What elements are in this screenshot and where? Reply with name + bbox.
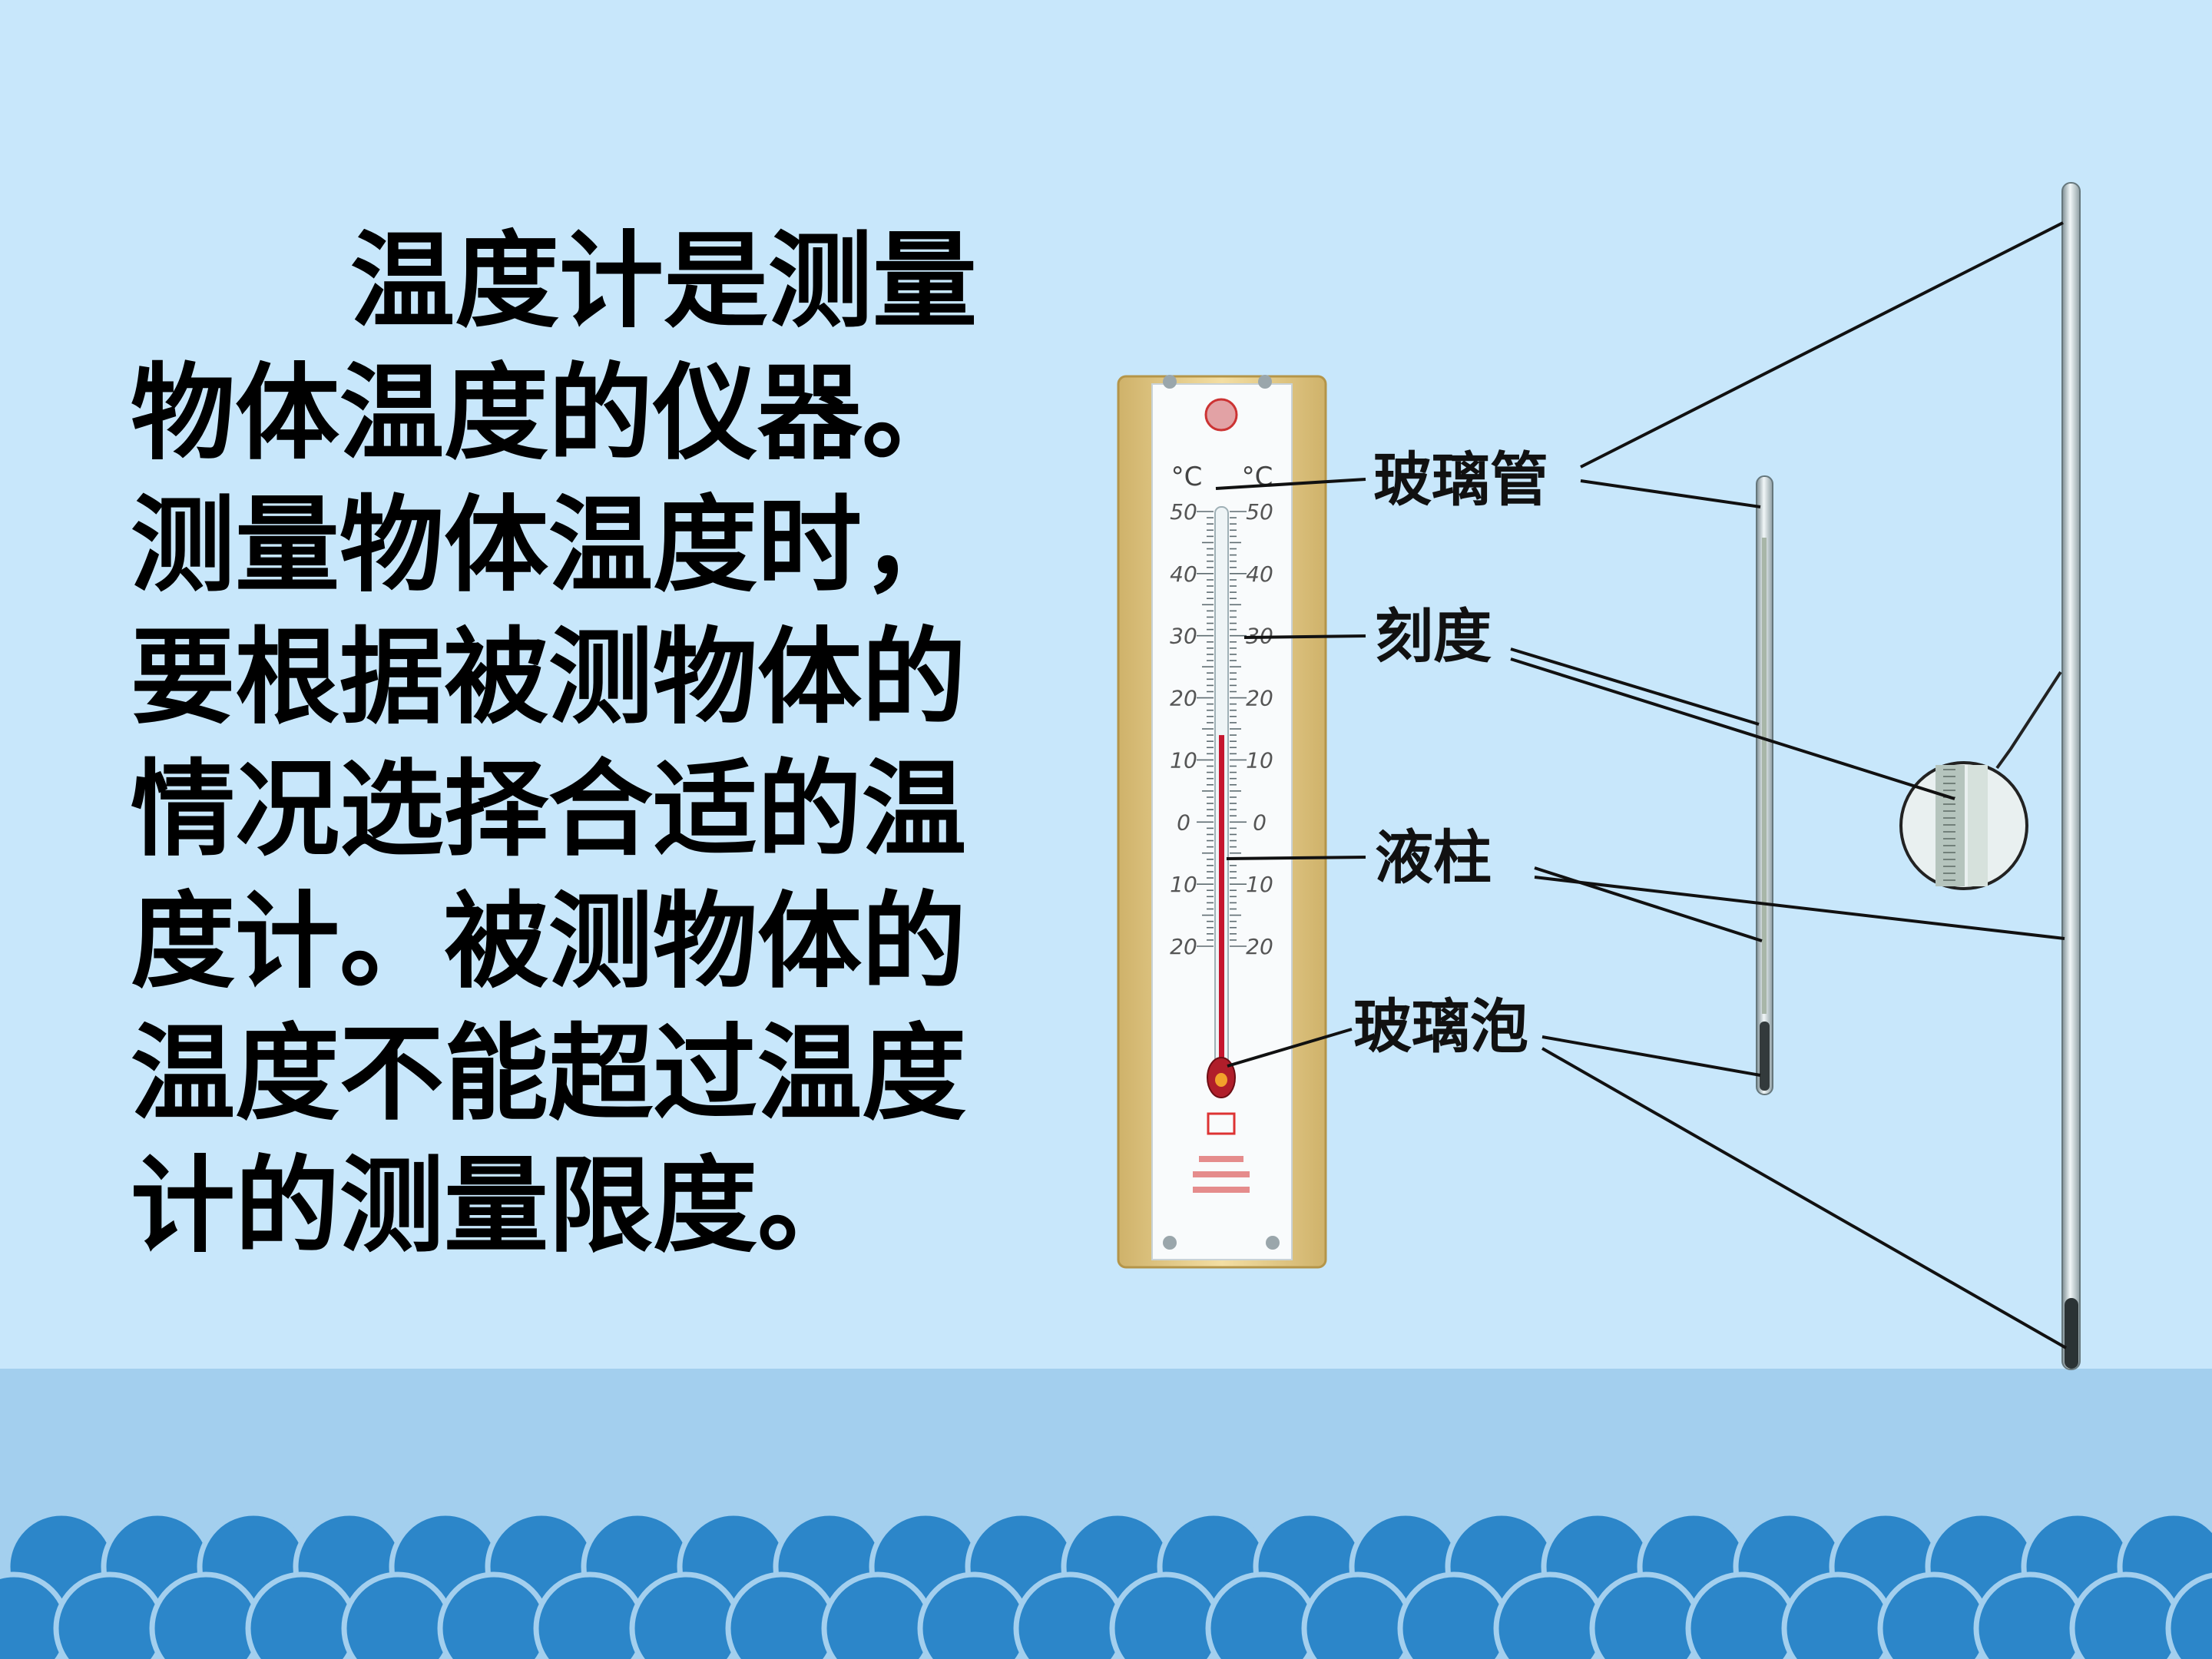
scale-tick-label: 10 [1170, 747, 1197, 773]
liquid-column [1219, 735, 1224, 1075]
callout-glass-tube: 玻璃管 [1373, 445, 1548, 514]
wave-arc [1493, 1571, 1607, 1659]
rod-thermometer-long [1899, 182, 2081, 1370]
paragraph-line: 温度计是测量 [350, 220, 977, 343]
wave-arc [1397, 1571, 1511, 1659]
scale-tick-label: 20 [1170, 686, 1197, 711]
wave-arc [2069, 1571, 2183, 1659]
scale-tick-label: 20 [1170, 934, 1197, 959]
scale-tick-label: 30 [1170, 624, 1197, 649]
scale-tick-label: 0 [1253, 810, 1267, 835]
wave-arc [629, 1571, 743, 1659]
paragraph-line: 测量物体温度时， [131, 484, 966, 607]
scale-tick-label: 40 [1246, 561, 1273, 587]
unit-label-left: °C [1171, 462, 1203, 492]
scale-tick-label: 20 [1246, 686, 1273, 711]
rod-thermometer-small [1756, 475, 1773, 1095]
wave-arc [533, 1571, 647, 1659]
wave-arc [1013, 1571, 1127, 1659]
wave-arc [341, 1571, 455, 1659]
wave-arc [1685, 1571, 1799, 1659]
paragraph-line: 要根据被测物体的 [131, 616, 966, 739]
callout-glass-bulb: 玻璃泡 [1353, 992, 1528, 1061]
wave-arc [1973, 1571, 2087, 1659]
scale-tick-label: 10 [1170, 872, 1197, 897]
wave-arc [245, 1571, 359, 1659]
wave-arc [917, 1571, 1031, 1659]
wave-arc [1781, 1571, 1895, 1659]
wave-arc [1589, 1571, 1703, 1659]
callout-liquid-column: 液柱 [1375, 823, 1492, 892]
leader-lines [1215, 221, 2067, 1349]
wave-arc [53, 1571, 167, 1659]
wave-arc [1301, 1571, 1415, 1659]
scale-tick-label: 10 [1246, 872, 1273, 897]
wave-arc [725, 1571, 839, 1659]
paragraph-line: 度计。被测物体的 [131, 880, 966, 1003]
wave-arc [1205, 1571, 1319, 1659]
wave-arc [2165, 1572, 2212, 1659]
scale-tick-label: 50 [1246, 499, 1273, 525]
wave-arc [1877, 1571, 1991, 1659]
paragraph-line: 温度不能超过温度 [131, 1012, 966, 1135]
wave-arc [821, 1571, 935, 1659]
scale-tick-label: 0 [1177, 810, 1190, 835]
paragraph: 温度计是测量 物体温度的仪器。 测量物体温度时， 要根据被测物体的 情况选择合适… [131, 215, 1037, 1272]
paragraph-line: 情况选择合适的温 [131, 748, 966, 871]
paragraph-line: 计的测量限度。 [131, 1144, 862, 1267]
scale-tick-label: 50 [1170, 499, 1197, 525]
wave-arc [437, 1571, 551, 1659]
callout-scale: 刻度 [1375, 602, 1492, 671]
scale-tick-label: 40 [1170, 561, 1197, 587]
wave-arc [1109, 1571, 1223, 1659]
wave-decoration [0, 1510, 2212, 1659]
wave-arc [149, 1571, 263, 1659]
scale-tick-label: 10 [1246, 747, 1273, 773]
scale-tick-label: 20 [1246, 934, 1273, 959]
scale-ticks [1197, 511, 1247, 947]
paragraph-line: 物体温度的仪器。 [131, 352, 966, 475]
brand-logo-icon [1204, 398, 1238, 432]
maker-mark [1207, 1112, 1236, 1135]
